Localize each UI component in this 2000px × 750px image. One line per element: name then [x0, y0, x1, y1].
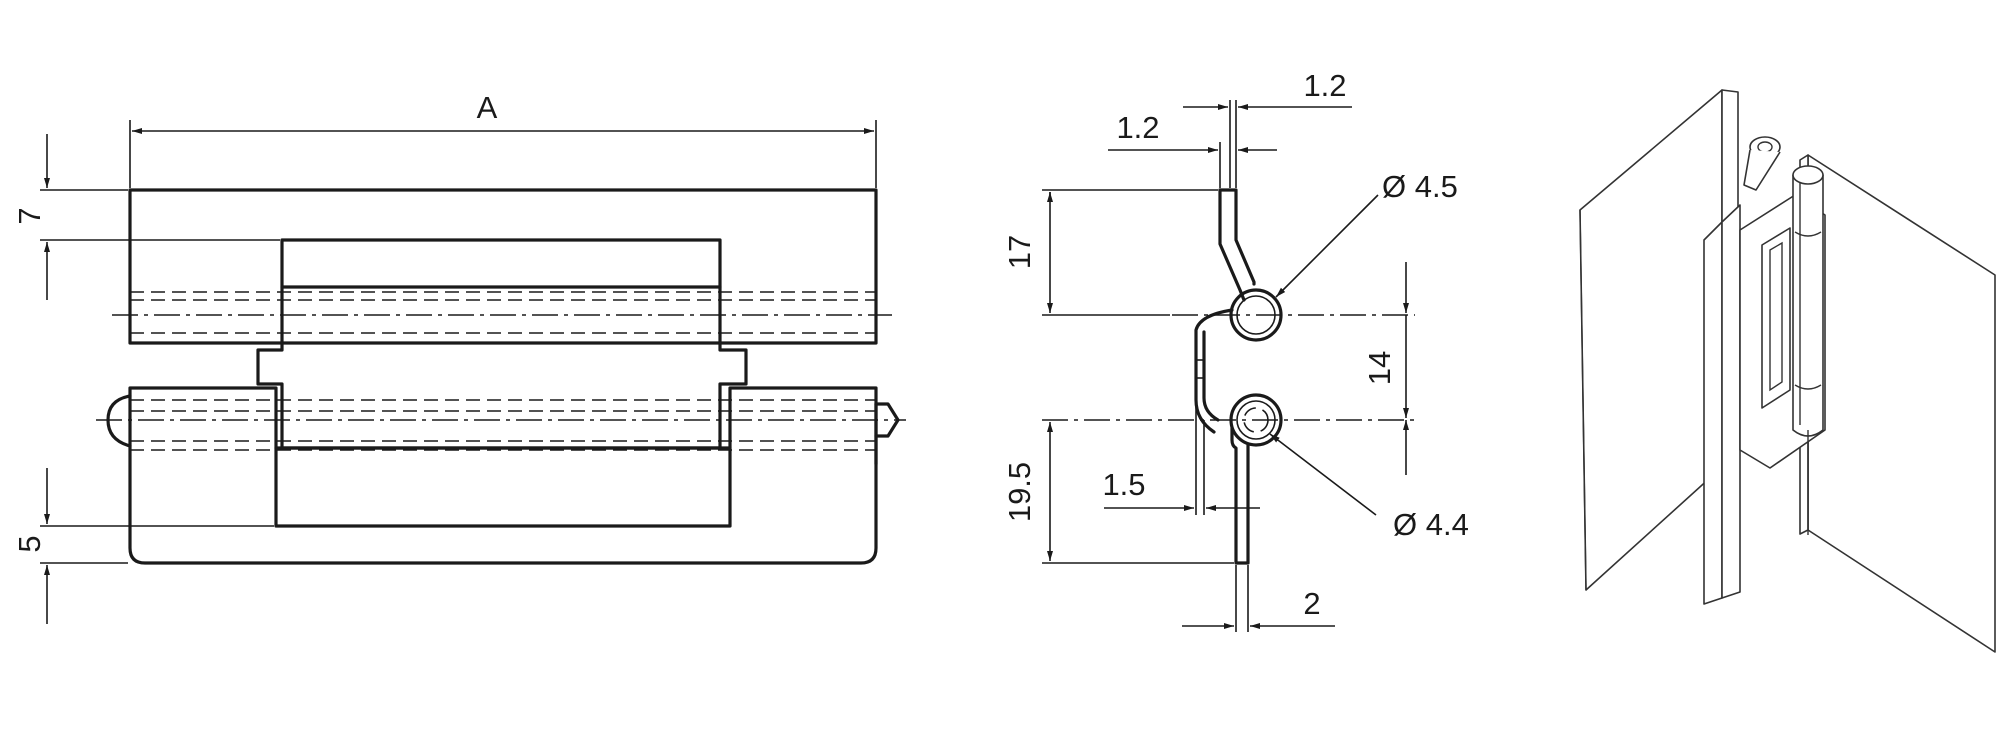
iso-right-leaf	[1807, 154, 1996, 653]
dimension-pin-spacing-label: 14	[1362, 351, 1397, 385]
front-view: A 7 5	[12, 90, 906, 624]
iso-inner-panel	[1703, 221, 1723, 605]
iso-pin-ring	[1794, 231, 1822, 237]
connecting-web	[1202, 330, 1220, 422]
iso-pin-barrel	[1792, 174, 1824, 437]
dimension-offset-label: 1.5	[1102, 467, 1145, 502]
leader-line-upper-diameter	[1275, 194, 1379, 298]
dimension-thickness-outer-label: 1.2	[1303, 68, 1346, 103]
iso-bracket-slot	[1761, 227, 1791, 409]
pin-left-end	[106, 394, 132, 448]
connecting-web	[1194, 308, 1234, 434]
iso-bracket-slot-inner	[1769, 241, 1783, 392]
dimension-bottom-thickness-label: 2	[1303, 586, 1320, 621]
hinge-profile-outline	[1218, 188, 1246, 302]
iso-pin-top	[1792, 165, 1824, 185]
iso-left-leaf	[1579, 89, 1723, 591]
iso-left-leaf-edge	[1579, 209, 1587, 591]
top-leaf-outline	[128, 188, 878, 345]
iso-pin-ring	[1794, 384, 1822, 390]
dimension-bottom-leaf-label: 5	[12, 535, 47, 552]
dimension-top-leaf-label: 7	[12, 207, 47, 224]
iso-top-knuckle-neck	[1743, 149, 1781, 191]
side-view: 1.2 1.2 17 14 19.5 1.5 2	[1002, 68, 1469, 632]
dimension-lower-height-label: 19.5	[1002, 462, 1037, 522]
leader-line-lower-diameter	[1269, 433, 1377, 516]
isometric-view	[1579, 89, 1996, 653]
dimension-upper-diameter-label: Ø 4.5	[1382, 169, 1458, 204]
dimension-length-label: A	[477, 90, 498, 125]
dimension-lower-diameter-label: Ø 4.4	[1393, 507, 1469, 542]
center-flange-outline	[256, 341, 748, 450]
dimension-upper-height-label: 17	[1002, 235, 1037, 269]
dimension-thickness-inner-label: 1.2	[1116, 110, 1159, 145]
iso-inner-panel-face	[1721, 204, 1741, 599]
bottom-leaf-outline	[128, 386, 878, 565]
lower-leaf-profile	[1230, 426, 1250, 565]
hinge-profile-outline	[1218, 188, 1256, 286]
